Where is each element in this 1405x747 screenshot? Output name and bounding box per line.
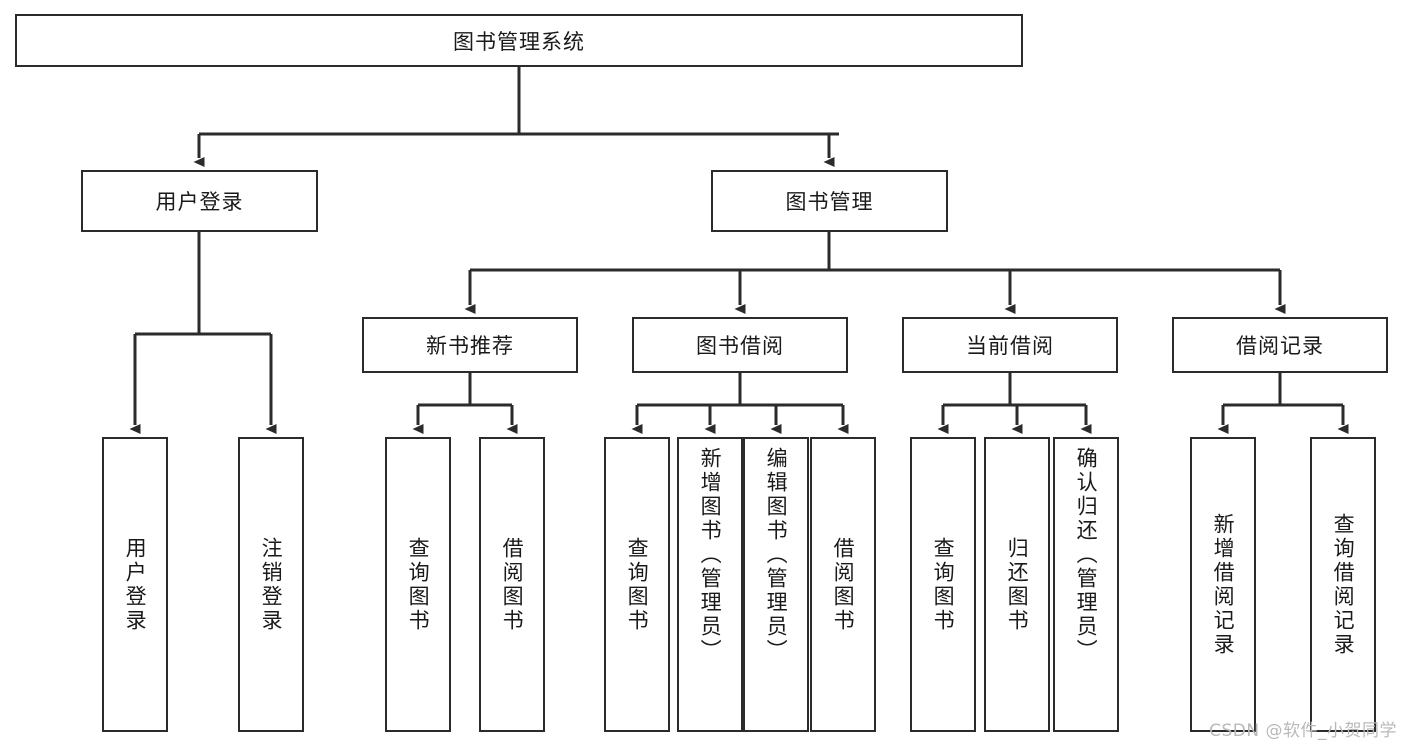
node-leaf-return-book-label: 归还图书 — [1005, 536, 1030, 633]
node-leaf-logout-login[interactable]: 注销登录 — [238, 437, 304, 732]
node-book-management-label: 图书管理 — [785, 190, 874, 214]
node-new-book-recommend-label: 新书推荐 — [426, 334, 514, 358]
node-leaf-user-login-label: 用户登录 — [123, 536, 148, 633]
node-leaf-borrow-book-recommend[interactable]: 借阅图书 — [479, 437, 545, 732]
node-book-borrow[interactable]: 图书借阅 — [632, 317, 848, 373]
node-leaf-query-book-current-label: 查询图书 — [931, 536, 956, 633]
node-leaf-query-borrow-record[interactable]: 查询借阅记录 — [1310, 437, 1376, 732]
node-leaf-confirm-return-admin-label: 确认归还（管理员） — [1074, 447, 1099, 663]
node-leaf-logout-login-label: 注销登录 — [259, 536, 284, 633]
node-leaf-confirm-return-admin[interactable]: 确认归还（管理员） — [1053, 437, 1119, 732]
node-leaf-query-book-borrow-label: 查询图书 — [625, 536, 650, 633]
node-leaf-query-book-recommend[interactable]: 查询图书 — [385, 437, 451, 732]
node-leaf-edit-book-admin[interactable]: 编辑图书（管理员） — [743, 437, 809, 732]
node-root-label: 图书管理系统 — [453, 29, 585, 54]
node-leaf-query-book-borrow[interactable]: 查询图书 — [604, 437, 670, 732]
node-leaf-add-borrow-record-label: 新增借阅记录 — [1211, 512, 1236, 657]
node-current-borrow[interactable]: 当前借阅 — [902, 317, 1118, 373]
node-leaf-borrow-book-label: 借阅图书 — [831, 536, 856, 633]
node-leaf-query-book-current[interactable]: 查询图书 — [910, 437, 976, 732]
node-borrow-record-label: 借阅记录 — [1236, 334, 1324, 358]
node-book-borrow-label: 图书借阅 — [696, 334, 784, 358]
node-leaf-add-book-admin-label: 新增图书（管理员） — [698, 447, 723, 663]
node-leaf-add-borrow-record[interactable]: 新增借阅记录 — [1190, 437, 1256, 732]
node-borrow-record[interactable]: 借阅记录 — [1172, 317, 1388, 373]
node-leaf-user-login[interactable]: 用户登录 — [102, 437, 168, 732]
node-leaf-borrow-book-recommend-label: 借阅图书 — [500, 536, 525, 633]
node-current-borrow-label: 当前借阅 — [966, 334, 1054, 358]
node-book-management[interactable]: 图书管理 — [711, 170, 948, 232]
node-leaf-add-book-admin[interactable]: 新增图书（管理员） — [677, 437, 743, 732]
node-new-book-recommend[interactable]: 新书推荐 — [362, 317, 578, 373]
node-leaf-borrow-book[interactable]: 借阅图书 — [810, 437, 876, 732]
node-root[interactable]: 图书管理系统 — [15, 14, 1023, 67]
node-leaf-edit-book-admin-label: 编辑图书（管理员） — [764, 447, 789, 663]
node-user-login[interactable]: 用户登录 — [81, 170, 318, 232]
node-leaf-query-book-recommend-label: 查询图书 — [406, 536, 431, 633]
node-leaf-return-book[interactable]: 归还图书 — [984, 437, 1050, 732]
node-user-login-label: 用户登录 — [155, 190, 244, 214]
watermark: CSDN @软件_小贺同学 — [1209, 721, 1397, 741]
node-leaf-query-borrow-record-label: 查询借阅记录 — [1331, 512, 1356, 657]
